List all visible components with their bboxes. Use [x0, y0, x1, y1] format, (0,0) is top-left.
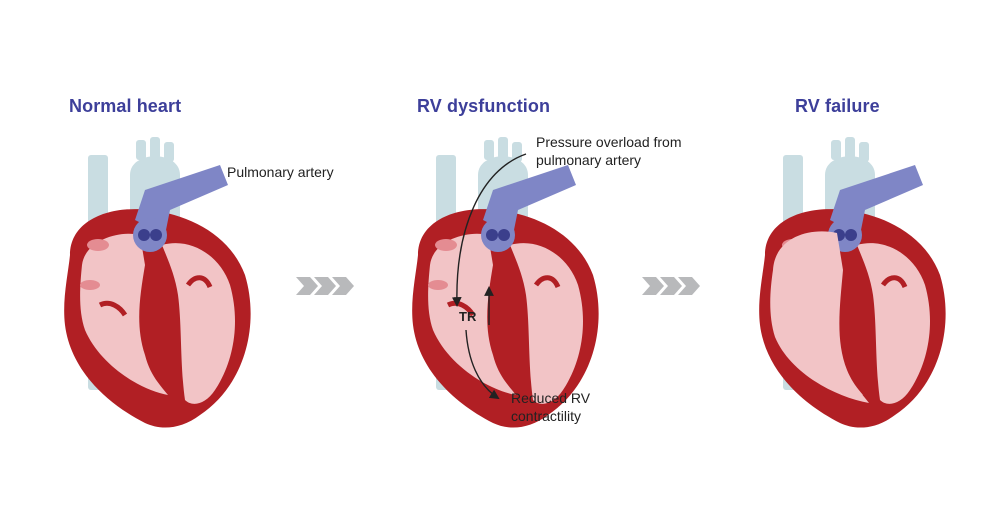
pressure-overload-label-line2: pulmonary artery [536, 152, 642, 168]
pressure-overload-label-line1: Pressure overload from [536, 134, 682, 150]
panel-title-normal-heart: Normal heart [69, 96, 182, 116]
progression-arrow-2 [642, 277, 700, 295]
panel-title-rv-dysfunction: RV dysfunction [417, 96, 551, 116]
reduced-contractility-arrow [465, 329, 500, 400]
reduced-rv-label-line2: contractility [511, 408, 582, 424]
progression-arrow-1 [296, 277, 354, 295]
rv-failure-heart-illustration [759, 137, 945, 428]
panel-title-rv-failure: RV failure [795, 96, 880, 116]
reduced-rv-label-line1: Reduced RV [511, 390, 591, 406]
tr-label: TR [459, 309, 477, 324]
rv-dysfunction-heart-illustration [412, 137, 598, 428]
normal-heart-illustration [64, 137, 250, 428]
pulmonary-artery-label: Pulmonary artery [227, 164, 334, 180]
pressure-overload-arrow [451, 153, 527, 307]
